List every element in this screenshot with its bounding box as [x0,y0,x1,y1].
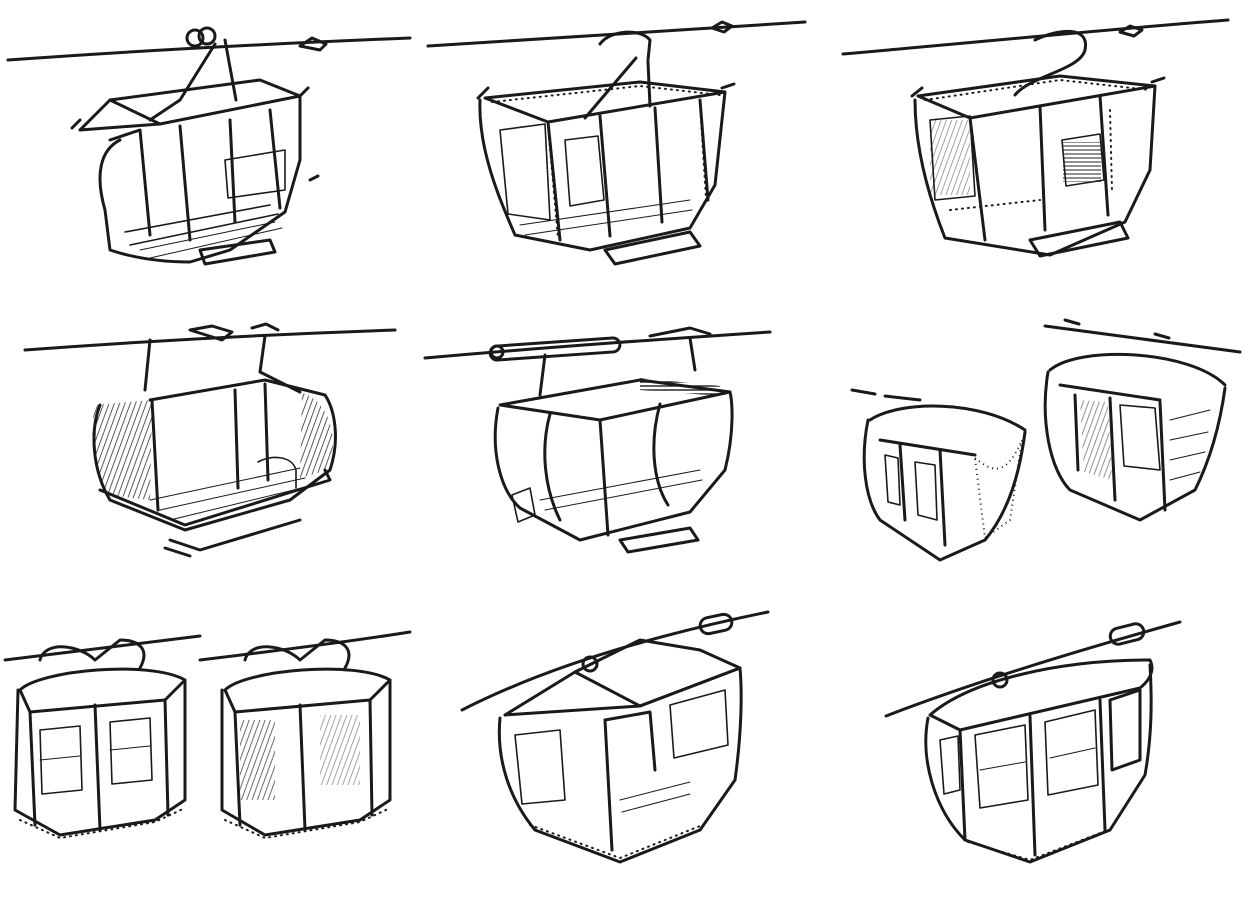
sketch-2-riveted-gondola [426,20,807,266]
sketch-8-hip-roof-cabin [460,610,770,864]
sketch-9-rounded-roof-cabin [884,620,1182,864]
sketch-6-tram-cabin-pair [850,318,1242,562]
sketch-7-box-cabin-pair [3,630,412,840]
sketch-3-hatched-gondola [841,18,1230,258]
sketch-4-rounded-gondola [23,322,397,558]
sketch-5-curved-frame-gondola [423,326,772,554]
sketch-1-open-frame-gondola [6,26,412,266]
